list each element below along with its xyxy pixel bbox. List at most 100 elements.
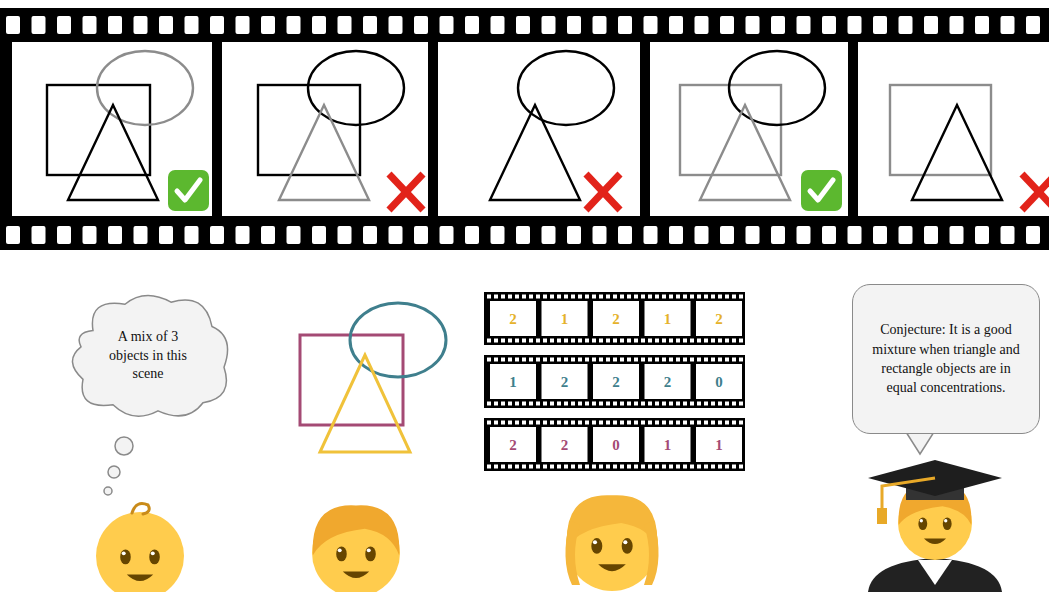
sprocket-hole — [655, 295, 659, 299]
sprocket-hole — [669, 421, 673, 425]
sprocket-hole — [542, 226, 556, 244]
sprocket-hole — [236, 16, 250, 34]
sprocket-hole — [690, 339, 694, 343]
sprocket-hole — [515, 358, 519, 362]
sprocket-hole — [732, 358, 736, 362]
sprocket-hole — [669, 402, 673, 406]
sprocket-hole — [1026, 226, 1040, 244]
sprocket-hole — [711, 358, 715, 362]
sprocket-hole — [312, 226, 326, 244]
sprocket-hole — [697, 402, 701, 406]
sprocket-hole — [739, 295, 743, 299]
sprocket-hole — [695, 226, 709, 244]
sprocket-hole — [32, 226, 46, 244]
sprocket-hole — [613, 421, 617, 425]
sprocket-hole — [648, 339, 652, 343]
sprocket-hole — [494, 358, 498, 362]
count-number: 2 — [664, 374, 672, 389]
sprocket-hole — [578, 358, 582, 362]
sprocket-hole — [134, 16, 148, 34]
sprocket-hole — [634, 465, 638, 469]
sprocket-hole — [550, 402, 554, 406]
sprocket-hole — [669, 339, 673, 343]
sprocket-hole — [83, 16, 97, 34]
sprocket-hole — [669, 226, 683, 244]
sprocket-hole — [414, 226, 428, 244]
sprocket-hole — [697, 295, 701, 299]
sprocket-hole — [578, 402, 582, 406]
sprocket-hole — [711, 402, 715, 406]
sprocket-hole — [739, 339, 743, 343]
sprocket-hole — [440, 16, 454, 34]
sprocket-hole — [641, 421, 645, 425]
sprocket-hole — [599, 465, 603, 469]
sprocket-hole — [720, 16, 734, 34]
sprocket-hole — [491, 16, 505, 34]
sprocket-hole — [550, 295, 554, 299]
sprocket-hole — [634, 295, 638, 299]
sprocket-hole — [676, 339, 680, 343]
sprocket-hole — [613, 358, 617, 362]
sprocket-hole — [494, 295, 498, 299]
sprocket-hole — [683, 421, 687, 425]
sprocket-hole — [697, 339, 701, 343]
sprocket-hole — [564, 465, 568, 469]
sprocket-hole — [641, 358, 645, 362]
rectangle-shape — [890, 85, 991, 175]
sprocket-hole — [57, 226, 71, 244]
sprocket-hole — [585, 402, 589, 406]
sprocket-hole — [543, 295, 547, 299]
film-strip — [0, 8, 1049, 250]
sprocket-hole — [662, 465, 666, 469]
sprocket-hole — [363, 16, 377, 34]
sprocket-hole — [1001, 16, 1015, 34]
count-cell — [696, 427, 742, 462]
sprocket-hole — [725, 295, 729, 299]
count-cell — [696, 364, 742, 399]
sprocket-hole — [662, 402, 666, 406]
sprocket-hole — [641, 402, 645, 406]
sprocket-hole — [771, 226, 785, 244]
sprocket-hole — [494, 339, 498, 343]
sprocket-hole — [797, 16, 811, 34]
sprocket-hole — [592, 358, 596, 362]
sprocket-hole — [648, 358, 652, 362]
sprocket-hole — [950, 226, 964, 244]
sprocket-hole — [627, 421, 631, 425]
sprocket-hole — [536, 402, 540, 406]
sprocket-hole — [522, 295, 526, 299]
ellipse-shape — [518, 51, 614, 125]
sprocket-hole — [655, 358, 659, 362]
sprocket-hole — [655, 402, 659, 406]
triangle-shape — [490, 105, 580, 200]
sprocket-hole — [501, 421, 505, 425]
sprocket-hole — [644, 226, 658, 244]
sprocket-hole — [669, 16, 683, 34]
sprocket-hole — [564, 358, 568, 362]
sprocket-hole — [644, 16, 658, 34]
ellipse-shape — [729, 51, 825, 125]
sprocket-hole — [585, 358, 589, 362]
sprocket-hole — [683, 402, 687, 406]
sprocket-hole — [718, 465, 722, 469]
sprocket-hole — [529, 465, 533, 469]
sprocket-hole — [676, 358, 680, 362]
count-number: 2 — [715, 311, 723, 326]
sprocket-hole — [578, 339, 582, 343]
sprocket-hole — [620, 339, 624, 343]
sprocket-hole — [720, 226, 734, 244]
sprocket-hole — [676, 295, 680, 299]
count-cell — [593, 427, 639, 462]
sprocket-hole — [620, 465, 624, 469]
sprocket-hole — [536, 421, 540, 425]
sprocket-hole — [522, 465, 526, 469]
sprocket-hole — [543, 421, 547, 425]
sprocket-hole — [550, 358, 554, 362]
count-number: 0 — [715, 374, 723, 389]
sprocket-hole — [697, 465, 701, 469]
sprocket-hole — [620, 402, 624, 406]
sprocket-hole — [578, 421, 582, 425]
count-cell — [490, 427, 536, 462]
sprocket-hole — [704, 421, 708, 425]
sprocket-hole — [746, 226, 760, 244]
